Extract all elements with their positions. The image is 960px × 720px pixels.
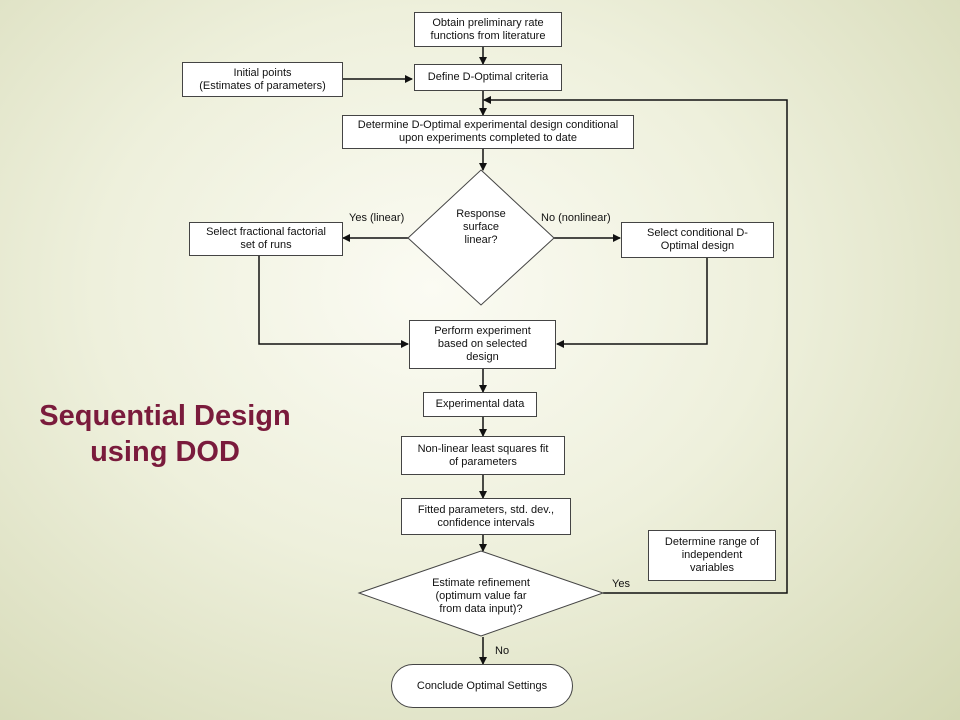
estimate-diamond-shape bbox=[357, 550, 605, 637]
yes-linear-label: Yes (linear) bbox=[349, 212, 405, 224]
slide-title: Sequential Design using DOD bbox=[39, 400, 291, 468]
conditional-design-box: Select conditional D- Optimal design bbox=[621, 222, 774, 258]
no-label: No bbox=[495, 645, 510, 657]
arrow-feedback-loop bbox=[483, 96, 788, 594]
arrow-conditional-to-perform bbox=[556, 258, 708, 348]
arrow-fractional-to-perform bbox=[258, 256, 409, 348]
perform-experiment-box: Perform experiment based on selected des… bbox=[409, 320, 556, 369]
initial-points-box: Initial points (Estimates of parameters) bbox=[182, 62, 343, 97]
fractional-factorial-box: Select fractional factorial set of runs bbox=[189, 222, 343, 256]
response-diamond-shape bbox=[407, 169, 555, 306]
determine-design-box: Determine D-Optimal experimental design … bbox=[342, 115, 634, 149]
no-nonlinear-label: No (nonlinear) bbox=[541, 212, 611, 224]
define-criteria-box: Define D-Optimal criteria bbox=[414, 64, 562, 91]
conclude-terminal-box: Conclude Optimal Settings bbox=[391, 664, 573, 708]
nonlinear-fit-box: Non-linear least squares fit of paramete… bbox=[401, 436, 565, 475]
yes-label: Yes bbox=[612, 578, 630, 590]
fitted-parameters-box: Fitted parameters, std. dev., confidence… bbox=[401, 498, 571, 535]
obtain-rate-functions-box: Obtain preliminary rate functions from l… bbox=[414, 12, 562, 47]
estimate-diamond-text: Estimate refinement (optimum value far f… bbox=[432, 577, 530, 615]
range-variables-box: Determine range of independent variables bbox=[648, 530, 776, 581]
response-diamond-text: Response surface linear? bbox=[456, 208, 506, 246]
experimental-data-box: Experimental data bbox=[423, 392, 537, 417]
